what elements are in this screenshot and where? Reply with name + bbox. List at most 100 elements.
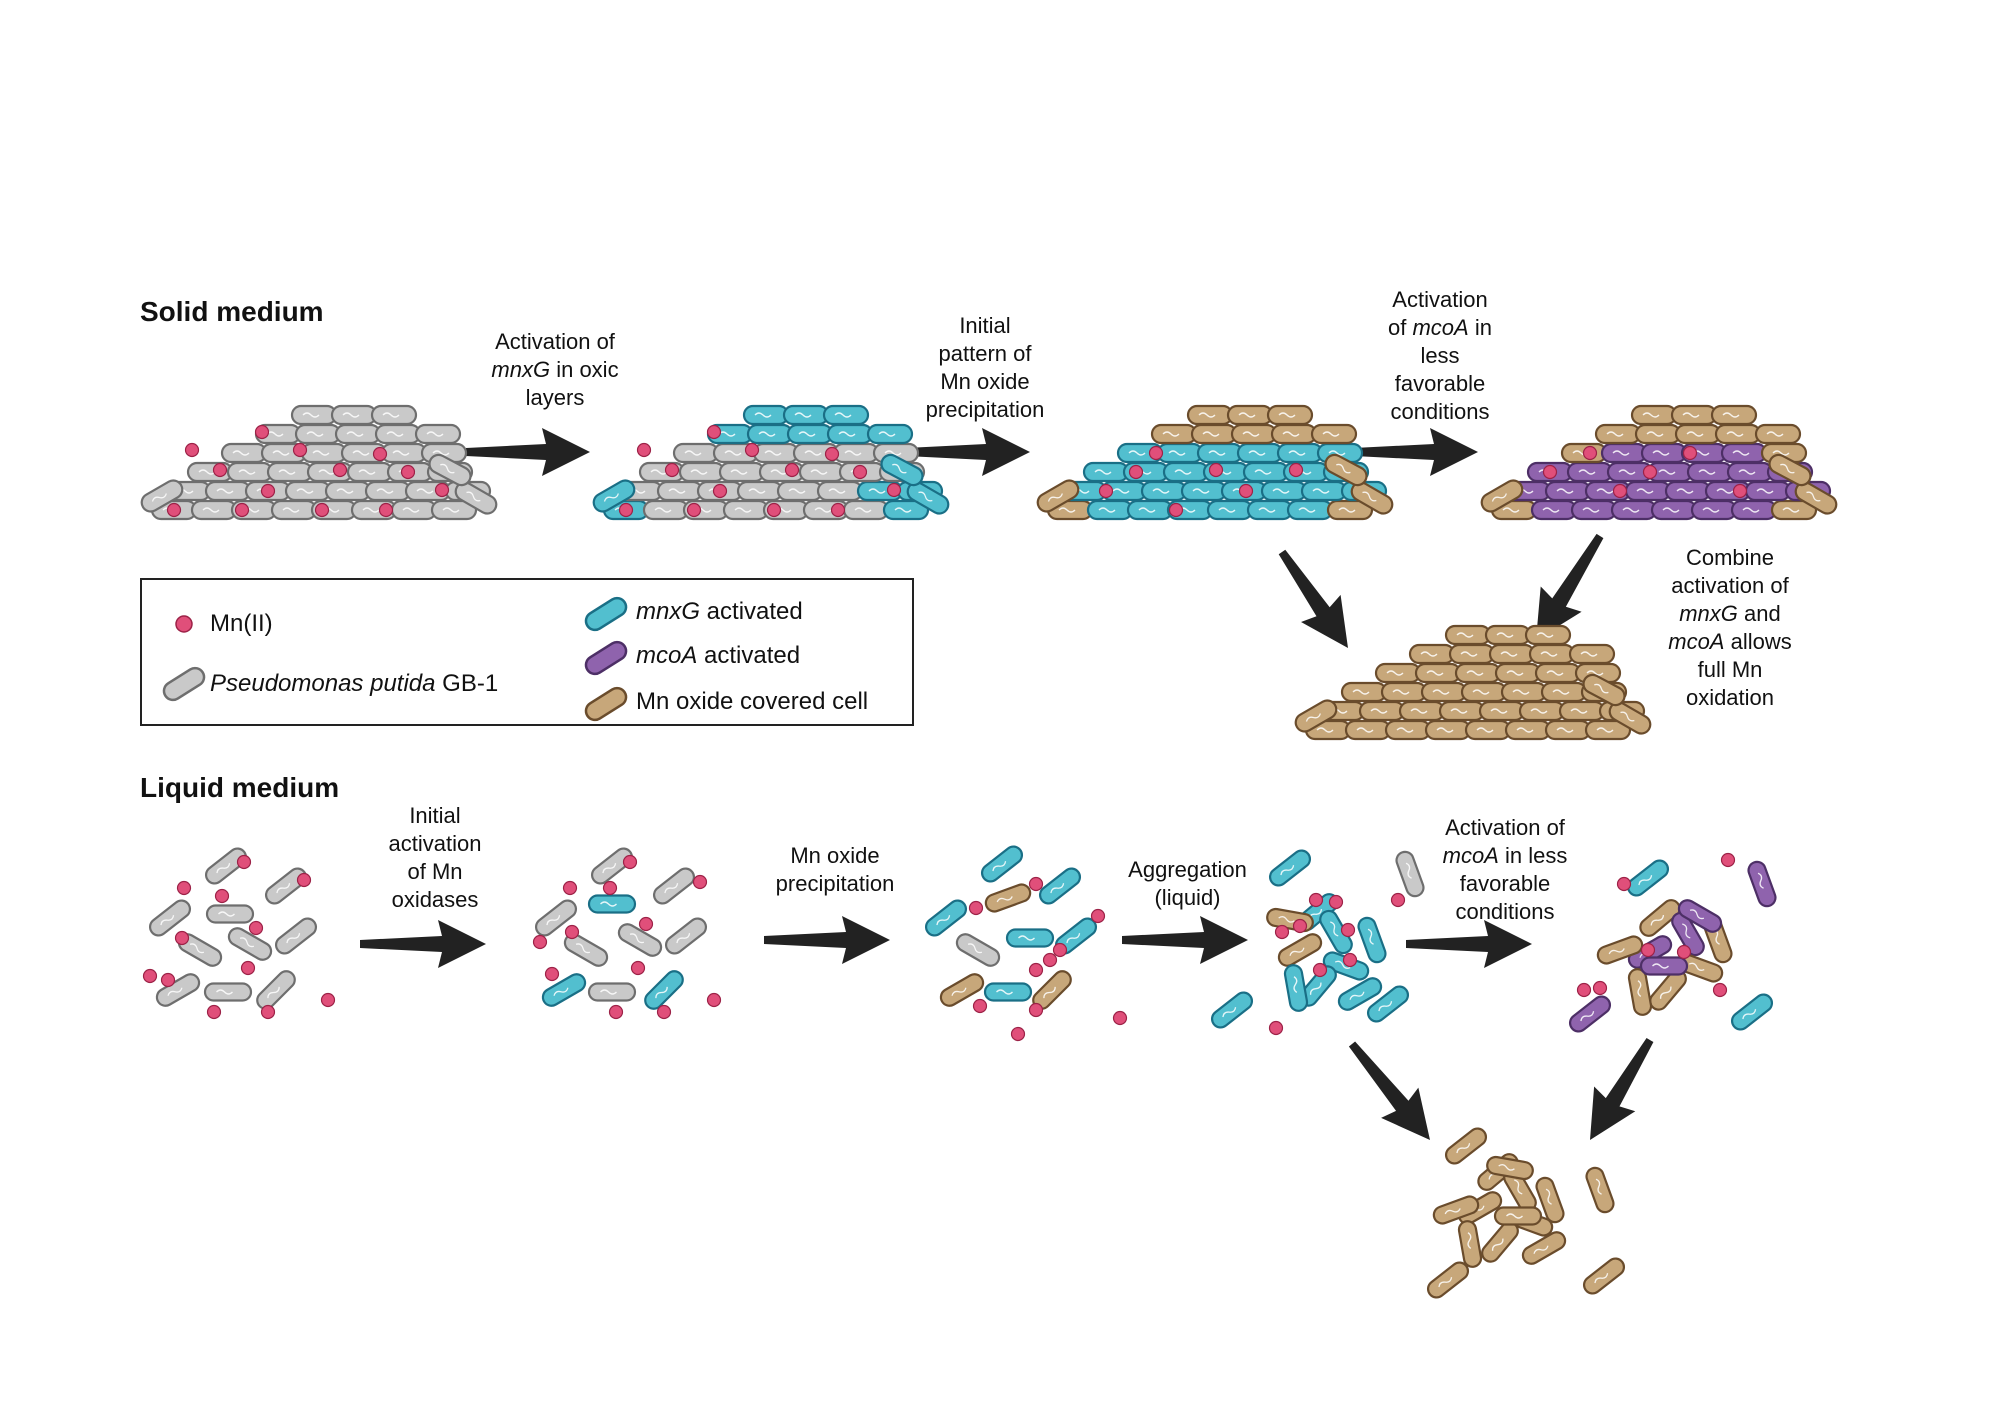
colony-edge-cell: [880, 453, 924, 487]
mn-ion-swatch: [175, 615, 193, 633]
liquid-medium-title: Liquid medium: [140, 772, 340, 803]
legend-pseudomonas-label: Pseudomonas putida GB-1: [210, 670, 498, 698]
mn-ion: [400, 464, 416, 480]
colony-cell: [642, 499, 690, 521]
mn-ion: [622, 854, 638, 870]
arrow-solid-3: [1354, 428, 1478, 476]
colony-edge-cell: [906, 481, 950, 515]
colony-cell: [330, 404, 378, 426]
colony-cell: [1524, 624, 1572, 646]
colony-cell: [1488, 643, 1536, 665]
mn-ion: [744, 442, 760, 458]
mn-ion: [830, 502, 846, 518]
gray-cell-swatch: [162, 666, 206, 702]
colony-cell: [374, 423, 422, 445]
mn-ion: [706, 992, 722, 1008]
colony-cell: [226, 461, 274, 483]
arrow-solid-2: [906, 428, 1030, 476]
mn-ion: [1292, 918, 1308, 934]
colony-edge-cell: [140, 479, 184, 513]
colony-cell: [300, 442, 348, 464]
legend-mn-label: Mn(II): [210, 610, 273, 637]
aggregate-cell: [1626, 859, 1670, 897]
aggregate-cell: [1357, 916, 1387, 964]
caption-line: favorable: [1394, 371, 1486, 396]
free-cell: [256, 970, 296, 1010]
mn-ion: [972, 998, 988, 1014]
free-cell: [587, 894, 637, 914]
colony-cell: [1494, 662, 1542, 684]
mn-ion: [1274, 924, 1290, 940]
final-aggregate-cell: [1582, 1257, 1626, 1295]
colony-cell: [672, 442, 720, 464]
colony-cell: [1086, 499, 1134, 521]
colony-cell: [1478, 700, 1526, 722]
free-cell: [652, 867, 696, 905]
final-aggregate-cell: [1426, 1261, 1470, 1299]
colony-edge-cell: [454, 481, 498, 515]
aggregate-cell: [1671, 911, 1705, 957]
colony-cell: [370, 404, 418, 426]
aggregate-cell: [1268, 849, 1312, 887]
colony-cell: [380, 442, 428, 464]
legend: Mn(II) Pseudomonas putida GB-1 mnxG acti…: [140, 578, 914, 726]
mn-ion: [564, 924, 580, 940]
arrow-liquid-4: [1406, 920, 1532, 968]
colony-cell: [776, 480, 824, 502]
arrow-liquid-3: [1122, 916, 1248, 964]
mn-ion: [630, 960, 646, 976]
caption-line: mcoA in less: [1442, 843, 1568, 868]
mn-ion: [1712, 982, 1728, 998]
mn-ion: [248, 920, 264, 936]
colony-cell: [1408, 643, 1456, 665]
free-cell: [205, 904, 255, 924]
colony-cell: [1266, 404, 1314, 426]
colony-cell: [1186, 404, 1234, 426]
free-cell: [563, 933, 609, 967]
gene-name: mnxG: [491, 357, 551, 382]
colony-cell: [822, 404, 870, 426]
arrow-liquid-2: [764, 916, 890, 964]
aggregate-cell: [1366, 985, 1410, 1023]
colony-cell: [1630, 404, 1678, 426]
mn-ion: [214, 888, 230, 904]
colony-cell: [1530, 499, 1578, 521]
colony-cell: [1226, 404, 1274, 426]
colony-cell: [1438, 700, 1486, 722]
colony-cell: [718, 461, 766, 483]
free-cell: [644, 970, 684, 1010]
aggregate-cell: [1677, 899, 1723, 933]
blue-cell-swatch: [584, 596, 628, 632]
colony-cell: [842, 499, 890, 521]
colony-edge-cell: [1036, 479, 1080, 513]
colony-cell: [722, 499, 770, 521]
caption-line: mnxG in oxic: [491, 357, 619, 382]
caption-line: precipitation: [775, 871, 895, 896]
mn-ion: [236, 854, 252, 870]
colony-cell: [364, 480, 412, 502]
colony-cell: [270, 499, 318, 521]
legend-pseudomonas-rest: GB-1: [435, 670, 499, 697]
mn-ion: [1616, 876, 1632, 892]
caption-line: conditions: [1390, 399, 1490, 424]
mn-ion: [292, 442, 308, 458]
colony-cell: [204, 480, 252, 502]
colony-cell: [1464, 719, 1512, 741]
colony-cell: [798, 461, 846, 483]
colony-cell: [1544, 480, 1592, 502]
aggregate-cell: [1337, 977, 1383, 1011]
caption-line: (liquid): [1154, 885, 1221, 910]
mn-ion: [968, 900, 984, 916]
mn-ion: [206, 1004, 222, 1020]
caption-line: activation: [388, 831, 482, 856]
colony-cell: [1534, 662, 1582, 684]
process-arrows: [360, 428, 1654, 1140]
mn-ion: [1268, 1020, 1284, 1036]
mn-ion: [852, 464, 868, 480]
free-cell: [939, 973, 985, 1007]
colony-cell: [1730, 499, 1778, 521]
colony-cell: [1528, 643, 1576, 665]
